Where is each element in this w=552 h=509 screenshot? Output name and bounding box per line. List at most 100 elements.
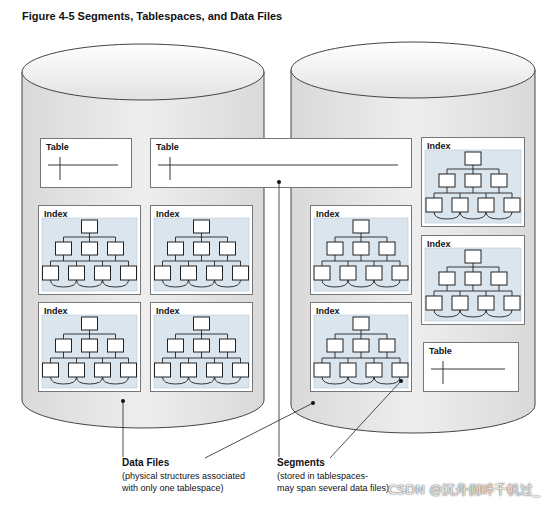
- segment-label: Index: [427, 141, 451, 151]
- tree-line: [322, 261, 400, 262]
- block-box: [379, 339, 395, 352]
- leader-line: [330, 381, 401, 458]
- tree-line: [400, 261, 401, 266]
- block-box: [181, 363, 197, 377]
- segment-label: Table: [429, 346, 452, 356]
- tree-line: [499, 187, 500, 193]
- index-panel: [154, 218, 249, 291]
- tree-line: [335, 352, 336, 358]
- tree-line: [115, 352, 116, 358]
- leaf-link: [215, 280, 241, 287]
- block-box: [327, 339, 343, 352]
- block-box: [95, 266, 111, 280]
- segment-label: Index: [156, 306, 180, 316]
- leader-dot: [399, 379, 403, 383]
- tree-line: [434, 291, 512, 292]
- tree-line: [89, 352, 90, 358]
- tree-line: [76, 358, 77, 363]
- block-box: [439, 272, 455, 285]
- tree-line: [175, 352, 176, 358]
- tree-line: [400, 358, 401, 363]
- leaf-link: [460, 212, 486, 219]
- leaf-link: [486, 212, 512, 219]
- tree-line: [176, 237, 228, 238]
- segment-label: Index: [156, 209, 180, 219]
- leaf-link: [322, 377, 348, 384]
- block-box: [439, 174, 455, 187]
- tree-line: [473, 169, 474, 174]
- tree-line: [64, 334, 116, 335]
- block-box: [168, 339, 184, 352]
- block-box: [366, 363, 382, 377]
- tree-line: [374, 261, 375, 266]
- tree-line: [387, 352, 388, 358]
- segment-label: Index: [316, 306, 340, 316]
- leaf-link: [374, 377, 400, 384]
- index-segment: Index: [310, 302, 412, 392]
- tree-line: [51, 358, 129, 359]
- tree-line: [387, 237, 388, 242]
- tree-line: [499, 169, 500, 174]
- tree-line: [89, 334, 90, 339]
- block-box: [465, 174, 481, 187]
- leader-dot: [121, 399, 125, 403]
- tree-line: [89, 237, 90, 242]
- tree-line: [63, 334, 64, 339]
- tree-line: [175, 334, 176, 339]
- leaf-link: [51, 377, 77, 384]
- index-segment: Index: [310, 205, 412, 295]
- block-box: [504, 198, 520, 212]
- tree-line: [460, 291, 461, 296]
- leaf-link: [460, 310, 486, 317]
- tree-line: [499, 285, 500, 291]
- index-segment: Index: [38, 205, 141, 295]
- block-box: [340, 363, 356, 377]
- block-box: [56, 242, 72, 255]
- index-panel: [314, 315, 408, 388]
- tree-line: [128, 261, 129, 266]
- figure-title: Figure 4-5 Segments, Tablespaces, and Da…: [22, 10, 282, 22]
- tree-line: [175, 255, 176, 261]
- leaf-link: [486, 310, 512, 317]
- tree-line: [434, 193, 435, 198]
- tree-line: [63, 237, 64, 242]
- tree-line: [89, 330, 90, 334]
- tree-line: [473, 285, 474, 291]
- tree-line: [447, 169, 448, 174]
- tree-line: [201, 334, 202, 339]
- tree-line: [227, 237, 228, 242]
- tree-line: [50, 358, 51, 363]
- tree-line: [201, 237, 202, 242]
- tree-line: [447, 285, 448, 291]
- block-box: [465, 152, 481, 165]
- index-panel: [42, 315, 137, 388]
- tree-line: [201, 352, 202, 358]
- leaf-link: [189, 280, 215, 287]
- leaf-link: [103, 280, 129, 287]
- tree-line: [115, 334, 116, 339]
- block-box: [194, 339, 210, 352]
- tree-line: [387, 334, 388, 339]
- leaf-link: [215, 377, 241, 384]
- block-box: [491, 174, 507, 187]
- segment-label: Table: [46, 142, 69, 152]
- block-box: [465, 272, 481, 285]
- tree-line: [60, 157, 61, 180]
- tree-line: [335, 237, 336, 242]
- block-box: [353, 339, 369, 352]
- tree-line: [188, 358, 189, 363]
- tree-line: [460, 193, 461, 198]
- tree-line: [128, 358, 129, 363]
- tree-line: [188, 261, 189, 266]
- leaf-link: [322, 280, 348, 287]
- tree-line: [361, 352, 362, 358]
- tree-line: [361, 233, 362, 237]
- tree-line: [361, 330, 362, 334]
- segment-label: Index: [44, 209, 68, 219]
- leader-line: [123, 401, 124, 457]
- tree-line: [170, 157, 171, 180]
- block-box: [478, 296, 494, 310]
- block-box: [314, 266, 330, 280]
- tree-line: [335, 255, 336, 261]
- index-panel: [425, 150, 521, 223]
